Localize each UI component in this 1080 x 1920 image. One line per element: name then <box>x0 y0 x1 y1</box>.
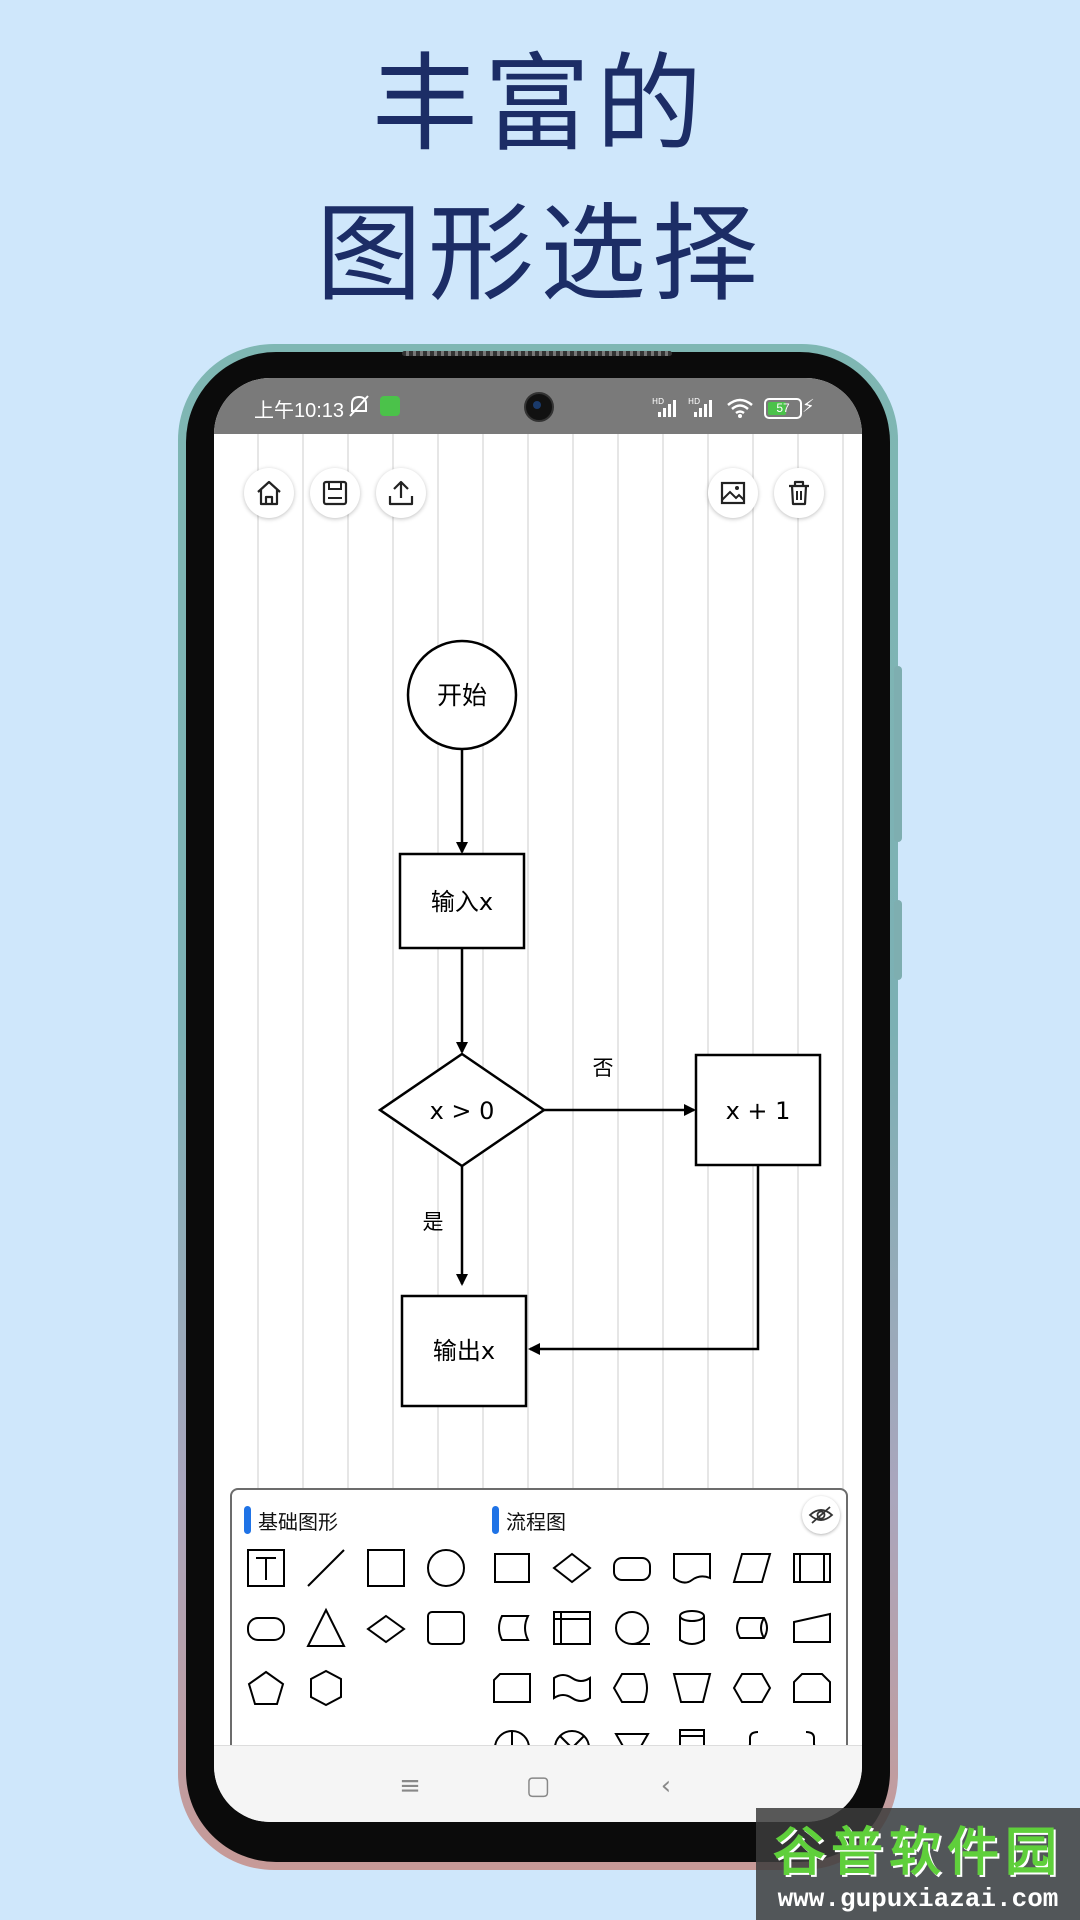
flow-loop-limit[interactable] <box>790 1666 834 1710</box>
shape-text[interactable] <box>244 1546 288 1590</box>
condition-node[interactable] <box>377 1052 547 1168</box>
signal-icon-2: HD <box>688 397 712 417</box>
basic-section-marker <box>244 1506 251 1534</box>
home-button[interactable] <box>244 468 294 518</box>
basic-shapes-title: 基础图形 <box>258 1510 338 1534</box>
upload-icon <box>388 480 414 506</box>
process-node[interactable] <box>694 1053 822 1167</box>
status-time: 上午10:13 <box>254 400 345 422</box>
status-bar: 上午10:13 HD HD 57 ⚡ <box>214 378 862 434</box>
flow-terminator[interactable] <box>610 1546 654 1590</box>
flow-predefined-process[interactable] <box>790 1546 834 1590</box>
flow-manual-operation[interactable] <box>670 1666 714 1710</box>
app-notification-icon <box>380 396 400 416</box>
process-node-label: x + 1 <box>726 1097 791 1125</box>
watermark-url: www.gupuxiazai.com <box>777 1884 1059 1914</box>
volume-button <box>894 666 902 842</box>
power-button <box>894 900 902 980</box>
flow-shapes-title: 流程图 <box>506 1510 566 1534</box>
headline-line2: 图形选择 <box>316 193 764 316</box>
flow-database[interactable] <box>670 1606 714 1650</box>
shape-rounded-rect[interactable] <box>244 1606 288 1650</box>
shape-round-square[interactable] <box>424 1606 468 1650</box>
image-icon <box>720 481 746 505</box>
input-node-label: 输入x <box>431 888 493 916</box>
trash-icon <box>789 480 809 506</box>
export-button[interactable] <box>376 468 426 518</box>
condition-node-label: x > 0 <box>430 1097 495 1125</box>
watermark: 谷普软件园 www.gupuxiazai.com <box>756 1808 1080 1920</box>
yes-branch-label: 是 <box>423 1210 444 1234</box>
hide-panel-button[interactable] <box>802 1496 840 1534</box>
eye-off-icon <box>808 1506 834 1524</box>
wifi-icon <box>727 398 753 418</box>
phone-screen: 上午10:13 HD HD 57 ⚡ <box>214 378 862 1822</box>
flow-paper-tape[interactable] <box>550 1666 594 1710</box>
flow-document[interactable] <box>670 1546 714 1590</box>
charging-icon: ⚡ <box>802 396 815 417</box>
no-branch-label: 否 <box>593 1056 614 1080</box>
save-button[interactable] <box>310 468 360 518</box>
front-camera <box>524 392 554 422</box>
shape-diamond[interactable] <box>364 1606 408 1650</box>
svg-text:HD: HD <box>652 397 664 406</box>
output-node-label: 输出x <box>433 1337 495 1365</box>
flow-decision[interactable] <box>550 1546 594 1590</box>
shape-panel: 基础图形 流程图 <box>230 1488 848 1780</box>
flow-data[interactable] <box>730 1546 774 1590</box>
flow-sequential-data[interactable] <box>610 1606 654 1650</box>
home-icon <box>257 480 281 506</box>
flow-preparation[interactable] <box>730 1666 774 1710</box>
image-button[interactable] <box>708 468 758 518</box>
watermark-brand: 谷普软件园 <box>772 1823 1063 1883</box>
bell-muted-icon <box>349 395 369 417</box>
flow-direct-data[interactable] <box>730 1606 774 1650</box>
output-node[interactable] <box>400 1294 528 1408</box>
flow-section-marker <box>492 1506 499 1534</box>
battery-level: 57 <box>776 401 790 415</box>
start-node-label: 开始 <box>437 681 487 710</box>
save-icon <box>322 480 348 506</box>
arrow-process-to-output <box>528 1165 760 1355</box>
shape-circle[interactable] <box>424 1546 468 1590</box>
shape-pentagon[interactable] <box>244 1666 288 1710</box>
battery-icon: 57 <box>764 398 802 419</box>
shape-rectangle[interactable] <box>364 1546 408 1590</box>
flow-manual-input[interactable] <box>790 1606 834 1650</box>
system-nav-bar: ≡ ▢ ‹ <box>214 1745 862 1822</box>
svg-text:HD: HD <box>688 397 700 406</box>
flow-stored-data[interactable] <box>490 1606 534 1650</box>
start-node[interactable] <box>406 639 518 751</box>
signal-icon-1: HD <box>652 397 676 417</box>
flow-internal-storage[interactable] <box>550 1606 594 1650</box>
input-node[interactable] <box>398 852 526 950</box>
delete-button[interactable] <box>774 468 824 518</box>
menu-nav-icon[interactable]: ≡ <box>399 1771 421 1801</box>
home-nav-icon[interactable]: ▢ <box>525 1771 551 1801</box>
back-nav-icon[interactable]: ‹ <box>660 1771 672 1801</box>
flow-process[interactable] <box>490 1546 534 1590</box>
shape-line[interactable] <box>304 1546 348 1590</box>
headline-line1: 丰富的 <box>372 43 708 166</box>
flow-display[interactable] <box>610 1666 654 1710</box>
shape-hexagon[interactable] <box>304 1666 348 1710</box>
flow-card[interactable] <box>490 1666 534 1710</box>
earpiece-speaker <box>402 351 672 356</box>
flowchart-diagram: 开始 输入x x > 0 x + 1 输出x 否 是 <box>377 639 822 1408</box>
shape-triangle[interactable] <box>304 1606 348 1650</box>
drawing-canvas[interactable]: 开始 输入x x > 0 x + 1 输出x 否 是 基础图形 流程图 <box>214 434 862 1780</box>
